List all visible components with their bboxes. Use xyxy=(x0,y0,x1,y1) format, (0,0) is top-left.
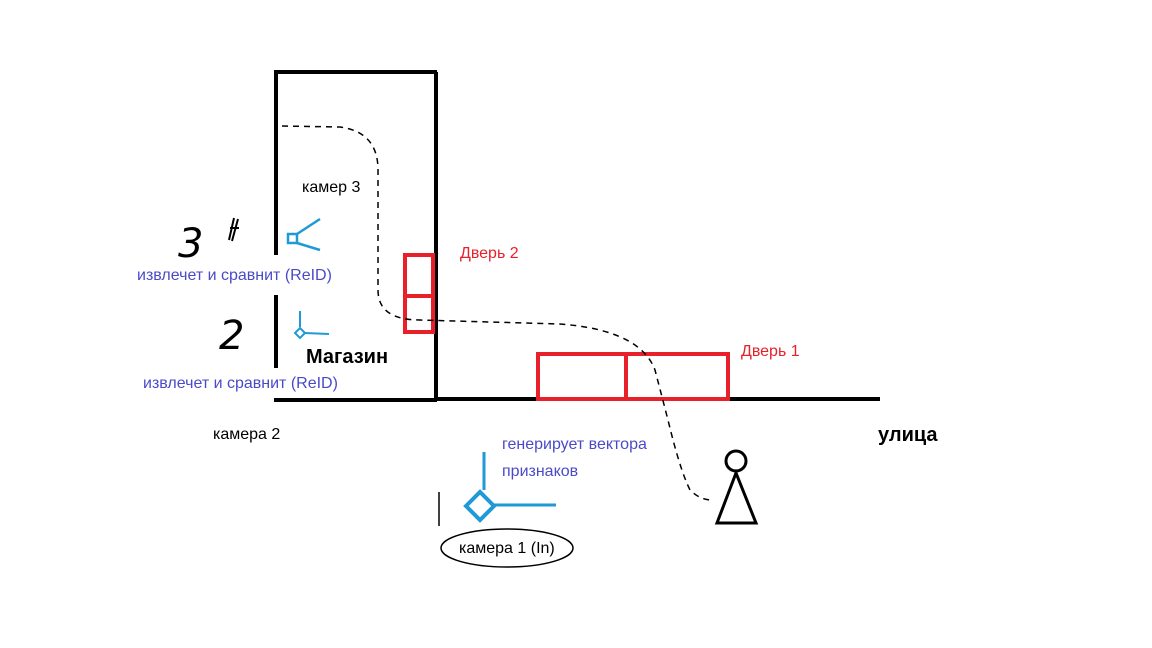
extract-compare-cam3: извлечет и сравнит (ReID) xyxy=(137,267,332,284)
street-label: улица xyxy=(878,424,938,446)
door-1-label: Дверь 1 xyxy=(741,343,800,360)
camera-1-label: камера 1 (In) xyxy=(459,540,555,557)
camera-3-label: камер 3 xyxy=(302,179,360,196)
handwritten-scribble xyxy=(228,217,239,242)
camera-3-icon xyxy=(286,217,321,252)
extract-compare-cam2: извлечет и сравнит (ReID) xyxy=(143,375,338,392)
person-path xyxy=(281,125,713,501)
camera-1-icon xyxy=(463,452,556,523)
generates-line-2: признаков xyxy=(502,463,578,480)
handwritten-3: 3 xyxy=(178,221,203,267)
generates-line-1: генерирует вектора xyxy=(502,436,647,453)
camera-1-ellipse xyxy=(440,528,574,568)
door-2-label: Дверь 2 xyxy=(460,245,519,262)
store-label: Магазин xyxy=(306,346,388,368)
camera-2-label: камера 2 xyxy=(213,426,280,443)
handwritten-2: 2 xyxy=(219,313,244,359)
camera-2-icon xyxy=(293,311,330,340)
person-icon xyxy=(714,449,759,525)
door-2 xyxy=(403,253,435,334)
door-1 xyxy=(536,352,730,401)
